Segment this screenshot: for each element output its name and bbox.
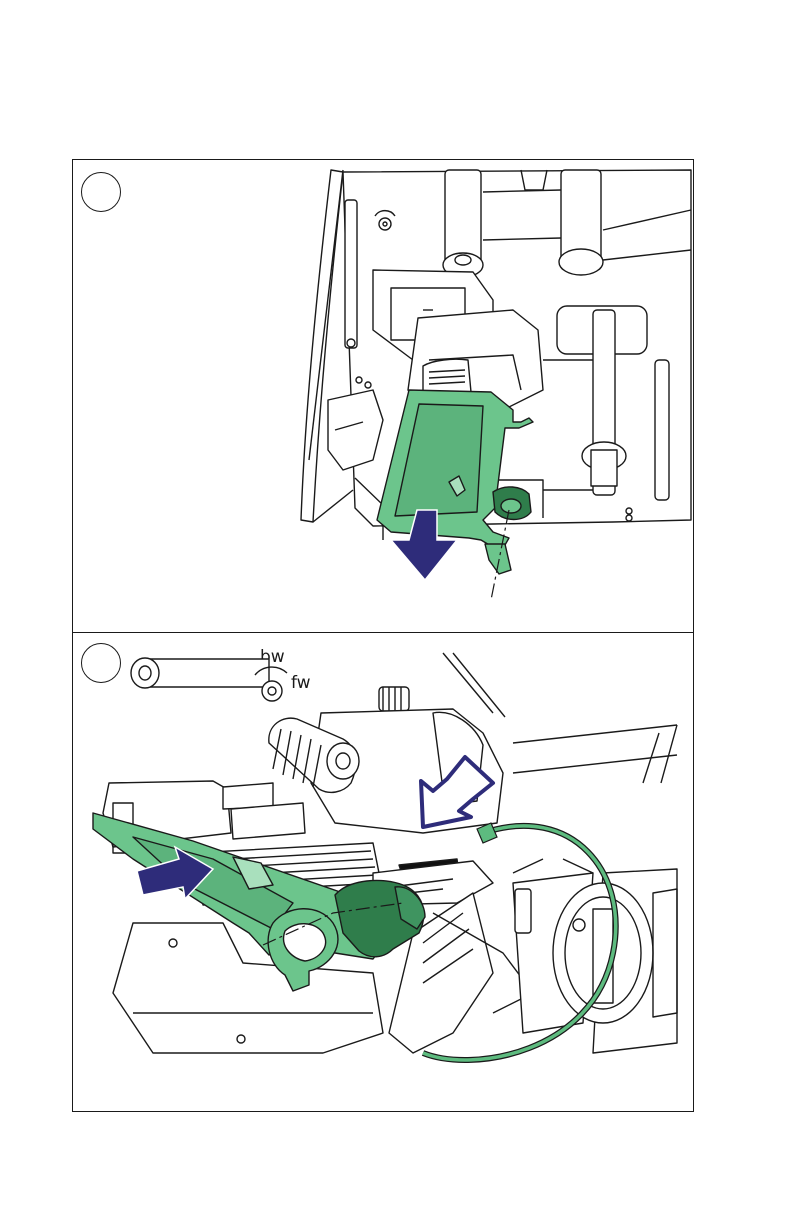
- printhead-illustration-2: [73, 633, 693, 1109]
- step-panel-2: bw fw: [73, 633, 693, 1111]
- printhead-illustration-1: [73, 160, 693, 630]
- release-knob-1: [493, 487, 531, 520]
- figure-frame: bw fw: [72, 159, 694, 1112]
- step-panel-1: bw fw: [73, 160, 693, 632]
